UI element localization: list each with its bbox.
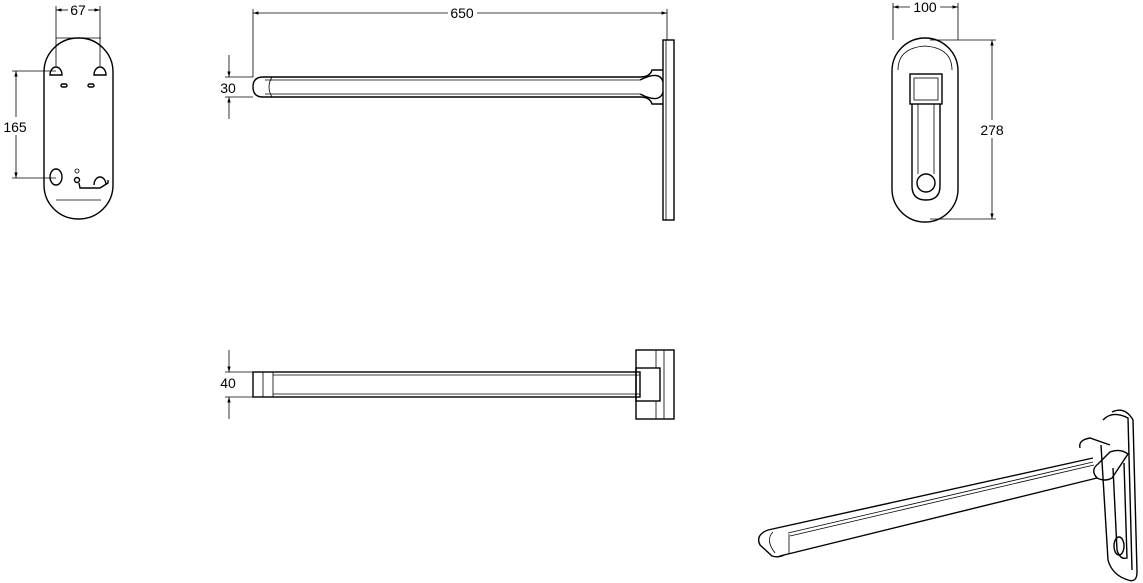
side-view: 650 30 <box>220 5 675 221</box>
front-view: 100 278 <box>891 0 1004 223</box>
dimension-label: 30 <box>220 80 236 96</box>
dimension-label: 40 <box>220 375 236 391</box>
back-view: 67 165 <box>3 2 114 220</box>
plate-outline <box>43 37 114 220</box>
top-view: 40 <box>220 349 675 420</box>
dimension-label: 67 <box>70 2 86 18</box>
dimension-height: 165 <box>3 70 56 179</box>
dimension-length: 650 <box>252 5 668 77</box>
dimension-bar-height: 30 <box>220 55 253 119</box>
isometric-view <box>757 409 1138 582</box>
dimension-label: 100 <box>913 0 937 15</box>
dimension-width: 100 <box>892 0 959 40</box>
dimension-label: 165 <box>3 119 27 135</box>
dimension-label: 278 <box>980 122 1004 138</box>
dimension-label: 650 <box>450 5 474 21</box>
dimension-bar-width: 40 <box>220 350 253 419</box>
mounting-holes <box>49 66 109 189</box>
dimension-height: 278 <box>930 39 1004 220</box>
dimension-width: 67 <box>55 2 101 66</box>
